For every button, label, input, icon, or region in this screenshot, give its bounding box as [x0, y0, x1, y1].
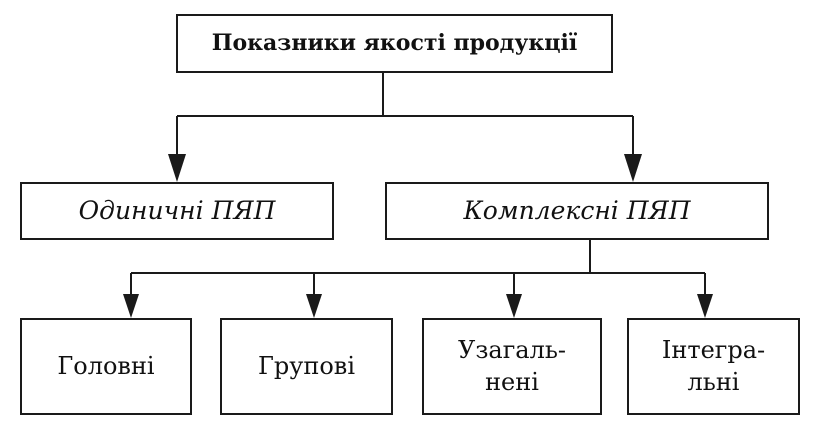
- arrow-to-leaf-2: [306, 294, 322, 318]
- root-node: Показники якості продукції: [176, 14, 613, 73]
- root-node-label: Показники якості продукції: [211, 30, 578, 57]
- node-main: Головні: [20, 318, 192, 415]
- node-main-label: Головні: [57, 351, 155, 380]
- node-complex-indicators: Комплексні ПЯП: [385, 182, 769, 240]
- node-group-label: Групові: [257, 351, 355, 380]
- node-generalized: Узагаль- нені: [422, 318, 602, 415]
- arrow-to-single: [168, 154, 186, 182]
- node-group: Групові: [220, 318, 393, 415]
- node-integral-label-line-1: Інтегра-: [661, 336, 766, 365]
- node-single-indicators-label: Одиничні ПЯП: [78, 195, 276, 225]
- node-generalized-label-line-2: нені: [485, 367, 539, 396]
- arrow-to-complex: [624, 154, 642, 182]
- arrow-to-leaf-3: [506, 294, 522, 318]
- node-generalized-label-line-1: Узагаль-: [457, 336, 567, 365]
- node-integral-label-line-2: льні: [687, 367, 740, 396]
- node-integral: Інтегра- льні: [627, 318, 800, 415]
- arrow-to-leaf-1: [123, 294, 139, 318]
- node-complex-indicators-label: Комплексні ПЯП: [463, 195, 691, 225]
- arrow-to-leaf-4: [697, 294, 713, 318]
- node-single-indicators: Одиничні ПЯП: [20, 182, 334, 240]
